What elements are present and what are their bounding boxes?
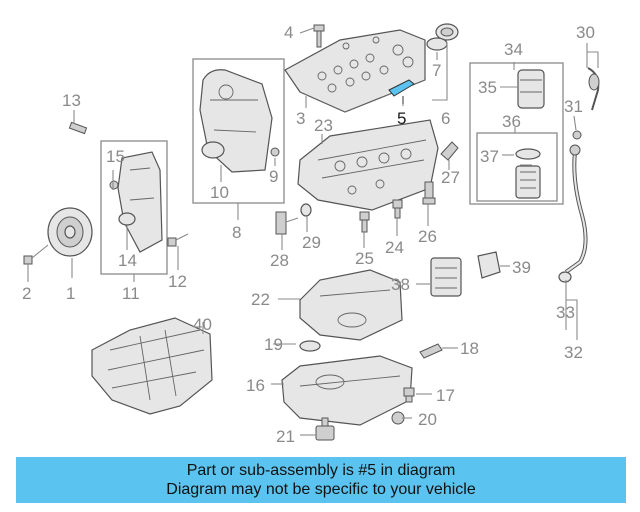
callout-13: 13 [62,91,81,110]
front-cover-details [129,167,155,201]
callout-38: 38 [391,275,410,294]
part-4-bolt [313,24,325,48]
manifold-details [107,329,205,401]
callout-17: 17 [436,386,455,405]
callout-labels: 1 2 3 4 5 6 7 8 9 10 11 12 13 14 15 16 1… [22,23,595,446]
callout-35: 35 [478,78,497,97]
callout-19: 19 [264,335,283,354]
callout-37: 37 [480,147,499,166]
part-39-gasket [477,251,501,279]
part-26-bolt [422,181,436,205]
banner-line-2: Diagram may not be specific to your vehi… [166,481,476,498]
callout-31: 31 [564,97,583,116]
part-2-bolt [23,244,49,265]
part-29-seal [300,203,312,217]
part-38-oil-cooler [430,257,462,297]
oil-filter-group-box [469,62,564,205]
part-22-baffle [299,269,403,341]
callout-29: 29 [302,233,321,252]
callout-12: 12 [168,272,187,291]
callout-22: 22 [251,290,270,309]
callout-6: 6 [441,109,450,128]
callout-27: 27 [441,168,460,187]
callout-28: 28 [270,251,289,270]
callout-39: 39 [512,258,531,277]
callout-11: 11 [122,284,140,303]
callout-18: 18 [460,339,479,358]
callout-26: 26 [418,227,437,246]
part-6-oil-cap [435,23,459,41]
callout-16: 16 [246,376,265,395]
callout-15: 15 [106,147,125,166]
callout-2: 2 [22,284,31,303]
callout-36: 36 [502,112,521,131]
callout-21: 21 [276,427,295,446]
part-27-bracket [440,141,459,161]
part-35-filter-housing [517,69,545,109]
part-10-seal [201,141,225,159]
oil-filter-element-box [476,132,558,202]
part-32-dipstick-tube [564,144,588,274]
info-banner: Part or sub-assembly is #5 in diagram Di… [16,457,626,503]
part-15-cover [117,151,163,253]
callout-5: 5 [397,109,406,128]
part-18-sensor [419,343,443,359]
cylinder-head-details [317,139,427,195]
timing-cover-details [210,84,258,133]
oil-pan-details [299,374,401,390]
callout-9: 9 [269,167,278,186]
part-7-seal [426,37,448,51]
callout-25: 25 [355,249,374,268]
banner-line-1: Part or sub-assembly is #5 in diagram [186,462,456,479]
callout-24: 24 [385,238,404,257]
callout-3: 3 [296,109,305,128]
part-13-sensor [68,121,88,135]
callout-8: 8 [232,223,241,242]
callout-40: 40 [193,315,212,334]
part-19-seal [299,340,321,352]
callout-30: 30 [576,23,595,42]
part-24-bolt [392,199,403,219]
callout-7: 7 [432,61,441,80]
part-25-bolt [359,211,370,233]
callout-33: 33 [556,303,575,322]
part-1-pulley [47,207,93,257]
part-31-seal [572,130,582,140]
callout-4: 4 [284,23,293,42]
callout-1: 1 [66,284,75,303]
part-5-highlighted [388,79,415,104]
callout-34: 34 [504,40,523,59]
leader-lines [27,27,599,436]
callout-23: 23 [314,116,333,135]
callout-14: 14 [118,251,137,270]
callout-20: 20 [418,410,437,429]
parts-diagram: 1 2 3 4 5 6 7 8 9 10 11 12 13 14 15 16 1… [22,23,600,446]
part-12-bolt [167,233,189,247]
part-28-valve [275,211,299,235]
callout-32: 32 [564,343,583,362]
part-14-seal [118,212,136,226]
baffle-details [319,289,391,328]
part-9-plug [270,147,280,157]
part-21-sensor [315,417,335,441]
part-30-dipstick [587,67,600,111]
callout-10: 10 [210,183,229,202]
part-15-plug [109,180,119,190]
part-40-intake-manifold [91,317,213,415]
part-37-filter-element [515,148,541,199]
part-33-seal [558,271,572,283]
part-17-bolt [403,387,415,403]
